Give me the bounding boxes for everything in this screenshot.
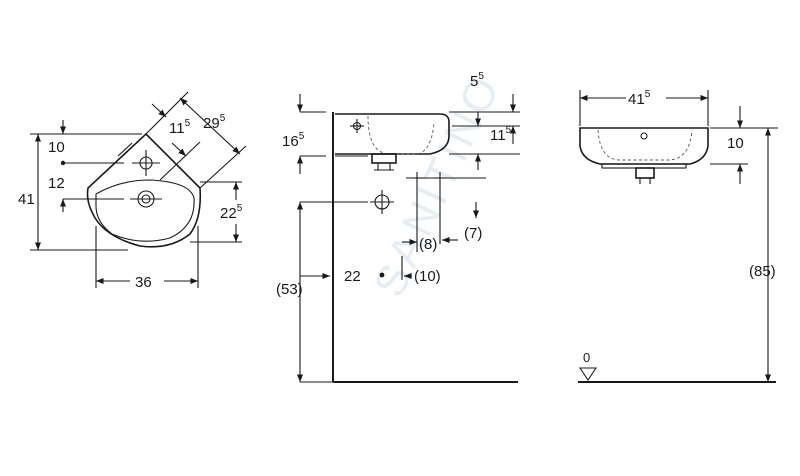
- dim-10: 10: [48, 139, 65, 156]
- dim-12: 12: [48, 175, 65, 192]
- dim-5-5: 55: [470, 71, 484, 90]
- dim-36: 36: [135, 274, 152, 291]
- side-bowl-dashed: [367, 115, 435, 155]
- dim-10-side: (10): [414, 268, 441, 285]
- dim-53: (53): [276, 281, 303, 298]
- floor-level-marker: [578, 367, 598, 381]
- front-bowl-dashed: [597, 129, 693, 161]
- dim-8: (8): [419, 236, 437, 253]
- dim-11-5-side: 115: [490, 125, 512, 144]
- top-view: 41 10 12 36 295 115: [18, 91, 247, 291]
- dim-22-side: 22: [344, 268, 361, 285]
- side-drain: [371, 153, 397, 164]
- dim-41-5: 415: [628, 89, 651, 108]
- dim-7: (7): [464, 225, 482, 242]
- front-drain: [635, 167, 655, 179]
- side-basin-profile: [335, 113, 450, 155]
- floor-level-label: 0: [583, 350, 590, 365]
- dim-10-front: 10: [727, 135, 744, 152]
- front-view: 415 10 (85) 0: [578, 89, 778, 383]
- top-bowl-inner: [95, 179, 195, 242]
- top-basin-outline: [86, 132, 202, 248]
- front-basin-outline: [579, 127, 709, 165]
- dim-16-5: 165: [282, 131, 305, 150]
- dim-41: 41: [18, 191, 35, 208]
- dim-29-5: 295: [203, 113, 226, 132]
- side-view: 165 55 115 (53) 22: [276, 71, 520, 383]
- dim-22-5: 225: [220, 203, 243, 222]
- dim-85: (85): [749, 263, 776, 280]
- dim-11-5: 115: [169, 118, 191, 137]
